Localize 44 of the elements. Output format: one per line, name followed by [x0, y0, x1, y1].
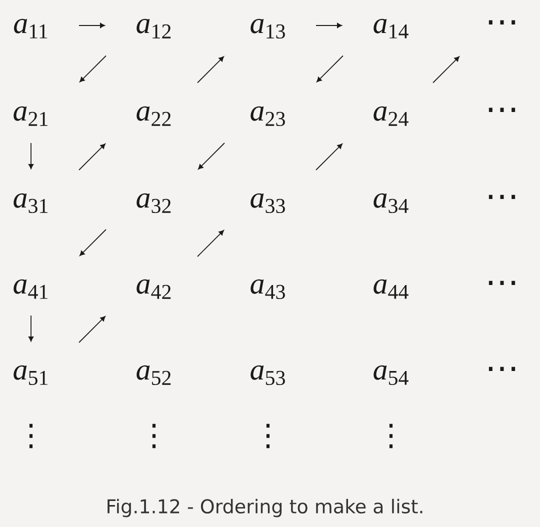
arrow	[197, 56, 224, 84]
matrix-entry: a$_{31}$	[14, 193, 48, 214]
arrow	[198, 142, 225, 170]
matrix-entry: a$_{23}$	[250, 106, 285, 126]
arrow	[78, 22, 106, 28]
matrix-entry: a$_{44}$	[374, 279, 408, 299]
matrix-entry: a$_{12}$	[136, 18, 171, 38]
matrix-entry: a$_{11}$	[14, 18, 48, 38]
horizontal-ellipsis: ⋯	[488, 20, 516, 25]
matrix-entry: a$_{13}$	[250, 18, 285, 39]
matrix-entry: a$_{54}$	[374, 365, 408, 385]
figure-caption: Fig.1.12 - Ordering to make a list.	[108, 498, 422, 518]
matrix-entry: a$_{41}$	[14, 279, 48, 299]
arrow	[28, 315, 34, 342]
arrow	[80, 229, 106, 256]
arrow	[197, 230, 224, 257]
matrix-entry: a$_{21}$	[14, 106, 48, 126]
horizontal-ellipsis: ⋯	[488, 108, 516, 112]
matrix-entry: a$_{24}$	[374, 106, 408, 126]
matrix-entry: a$_{53}$	[250, 365, 285, 386]
matrix-entry: a$_{14}$	[374, 18, 408, 38]
matrix-entry: a$_{51}$	[14, 365, 48, 385]
matrix-entry: a$_{33}$	[250, 193, 285, 214]
vertical-ellipsis: ⋮	[389, 424, 393, 448]
horizontal-ellipsis: ⋯	[488, 280, 516, 286]
horizontal-ellipsis: ⋯	[488, 366, 516, 372]
matrix-entry: a$_{34}$	[374, 193, 408, 214]
arrow	[78, 316, 106, 343]
matrix-entry: a$_{42}$	[136, 279, 171, 299]
arrow	[316, 22, 342, 28]
matrix-entry: a$_{52}$	[136, 365, 171, 386]
vertical-ellipsis: ⋮	[152, 424, 156, 448]
arrow	[80, 55, 106, 82]
vertical-ellipsis: ⋮	[266, 424, 270, 448]
matrix-entry: a$_{22}$	[136, 106, 171, 126]
arrow	[316, 55, 344, 82]
matrix-entry: a$_{43}$	[250, 279, 285, 300]
arrow	[432, 56, 460, 84]
arrow	[316, 144, 342, 170]
horizontal-ellipsis: ⋯	[488, 194, 516, 200]
arrow	[28, 142, 34, 170]
matrix-entry: a$_{32}$	[136, 193, 171, 214]
vertical-ellipsis: ⋮	[29, 424, 33, 448]
arrow	[78, 144, 106, 170]
